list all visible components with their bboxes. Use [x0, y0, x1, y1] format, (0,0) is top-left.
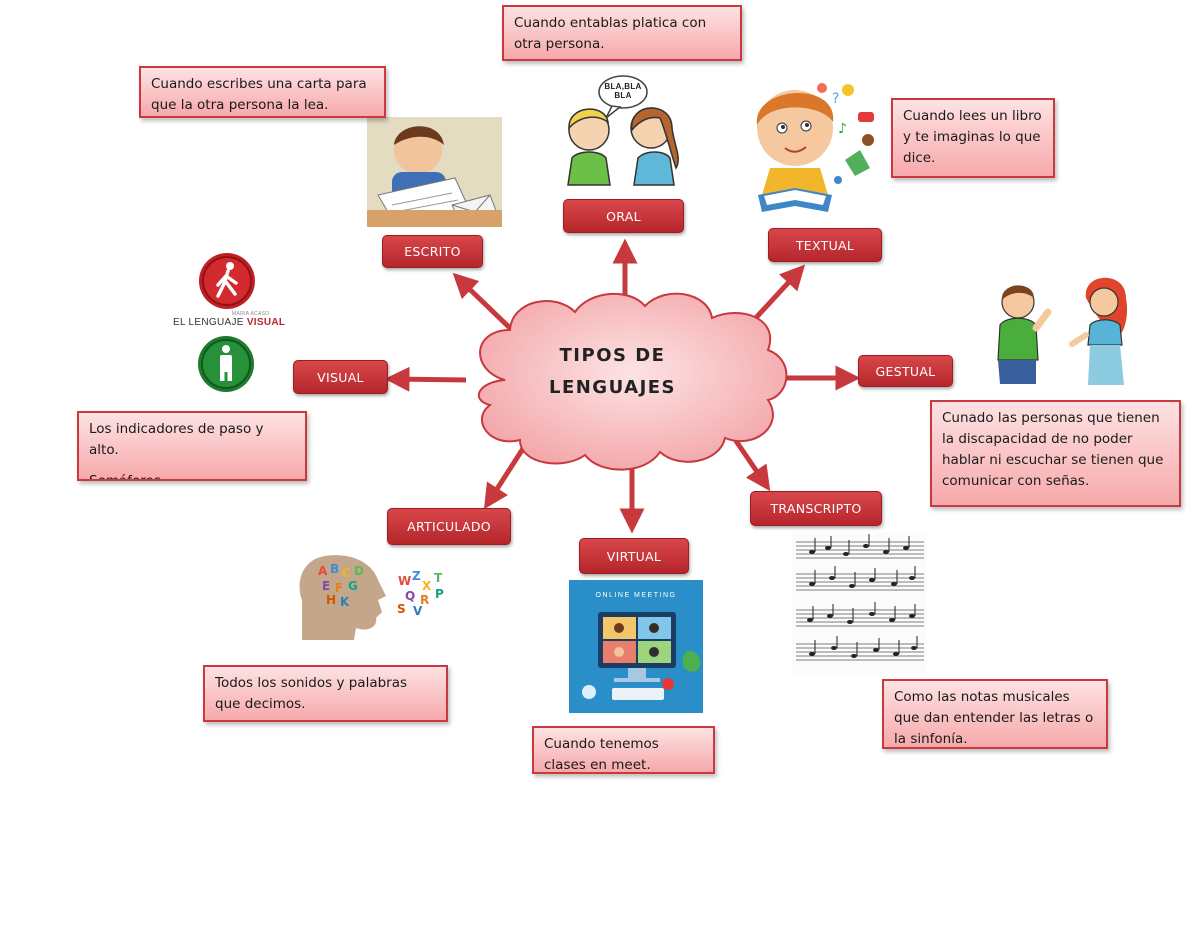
category-oral: ORAL [563, 199, 684, 233]
talking-people-icon [567, 75, 679, 186]
arrow-escrito [452, 272, 514, 332]
traffic-light-icon [198, 253, 255, 392]
central-title-line1: TIPOS DE [559, 345, 666, 366]
speaking-head-icon: A B C D E F G H K W Z X T Q R P S V [299, 555, 444, 640]
note-gestual-text: Cunado las personas que tienen la discap… [942, 410, 1164, 489]
arrow-transcripto [729, 433, 771, 492]
gesturing-people-icon [997, 277, 1128, 385]
category-transcripto: TRANSCRIPTO [750, 491, 882, 526]
svg-text:W: W [398, 574, 411, 588]
note-escrito-text: Cuando escribes una carta para que la ot… [151, 76, 367, 113]
note-textual-text: Cuando lees un libro y te imaginas lo qu… [903, 108, 1042, 166]
svg-text:G: G [348, 579, 358, 593]
central-title-line2: LENGUAJES [548, 377, 677, 398]
svg-text:S: S [397, 602, 406, 616]
svg-text:?: ? [832, 91, 839, 107]
category-virtual: VIRTUAL [579, 538, 689, 574]
note-articulado: Todos los sonidos y palabras que decimos… [203, 665, 448, 722]
meeting-title: ONLINE MEETING [595, 592, 677, 599]
category-articulado: ARTICULADO [387, 508, 511, 545]
note-escrito: Cuando escribes una carta para que la ot… [139, 66, 386, 118]
online-meeting-icon [569, 580, 703, 713]
category-escrito: ESCRITO [382, 235, 483, 268]
note-articulado-text: Todos los sonidos y palabras que decimos… [215, 675, 408, 712]
svg-text:V: V [413, 604, 423, 618]
reading-child-icon: ? ♪ [756, 83, 874, 212]
svg-text:C: C [342, 566, 351, 580]
svg-text:D: D [354, 564, 364, 578]
central-cloud [478, 292, 788, 471]
svg-text:R: R [420, 593, 429, 607]
note-transcripto: Como las notas musicales que dan entende… [882, 679, 1108, 749]
visual-brand-accent: VISUAL [246, 317, 286, 328]
note-oral: Cuando entablas platica con otra persona… [502, 5, 742, 61]
svg-text:Q: Q [405, 589, 415, 603]
svg-text:A: A [318, 564, 328, 578]
note-oral-text: Cuando entablas platica con otra persona… [514, 15, 707, 52]
note-visual: Los indicadores de paso y alto. Semáforo… [77, 411, 307, 481]
arrow-textual [750, 264, 806, 324]
note-visual-text-1: Los indicadores de paso y alto. [89, 421, 264, 458]
visual-brand-prefix: EL LENGUAJE [173, 317, 244, 328]
visual-brand-small: MARIA ACASO [232, 311, 270, 317]
note-virtual: Cuando tenemos clases en meet. [532, 726, 715, 774]
note-virtual-text: Cuando tenemos clases en meet. [544, 736, 659, 773]
note-visual-text-2: Semáforos. [89, 473, 166, 481]
category-gestual: GESTUAL [858, 355, 953, 387]
central-title: TIPOS DE LENGUAJES [500, 340, 725, 404]
svg-text:F: F [335, 581, 343, 595]
arrow-visual [384, 366, 467, 392]
svg-text:K: K [340, 595, 350, 609]
note-transcripto-text: Como las notas musicales que dan entende… [894, 689, 1094, 747]
category-visual: VISUAL [293, 360, 388, 394]
svg-text:E: E [322, 579, 330, 593]
category-textual: TEXTUAL [768, 228, 882, 262]
svg-text:X: X [422, 579, 432, 593]
speech-bubble-text: BLA,BLA BLA [604, 82, 642, 100]
svg-text:B: B [330, 562, 339, 576]
svg-text:Z: Z [412, 569, 421, 583]
svg-text:T: T [434, 571, 443, 585]
arrow-articulado [483, 445, 527, 510]
svg-text:♪: ♪ [838, 121, 847, 137]
writing-child-icon [367, 117, 502, 227]
note-textual: Cuando lees un libro y te imaginas lo qu… [891, 98, 1055, 178]
note-gestual: Cunado las personas que tienen la discap… [930, 400, 1181, 507]
svg-text:P: P [435, 587, 444, 601]
svg-text:H: H [326, 593, 336, 607]
visual-brand: EL LENGUAJE VISUAL [173, 317, 285, 328]
sheet-music-icon [792, 533, 927, 673]
